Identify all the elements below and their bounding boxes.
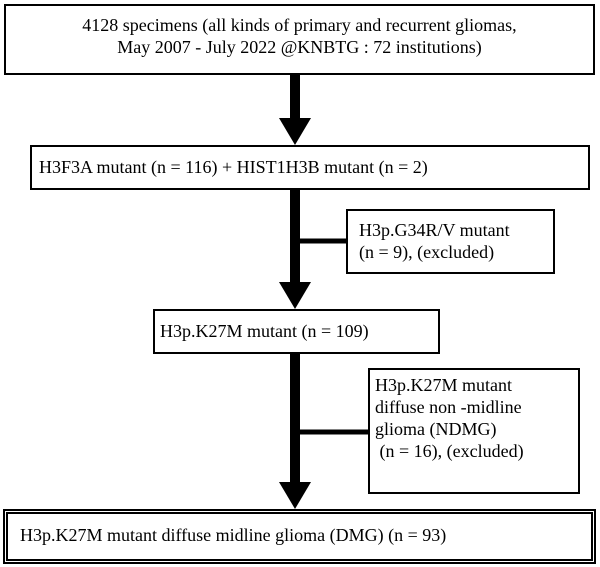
g34-excluded-line2: (n = 9), (excluded) <box>359 242 495 262</box>
dmg-final-line1: H3p.K27M mutant diffuse midline glioma (… <box>20 525 447 545</box>
g34-excluded-line1: H3p.G34R/V mutant <box>359 220 510 240</box>
k27m-mutant-box: H3p.K27M mutant (n = 109) <box>153 309 440 354</box>
dmg-final-box: H3p.K27M mutant diffuse midline glioma (… <box>3 509 596 564</box>
arrowhead-to-dmg <box>279 482 311 509</box>
arrowhead-to-h3 <box>279 118 311 145</box>
ndmg-excluded-line2: diffuse non -midline <box>375 397 522 417</box>
ndmg-excluded-line4: (n = 16), (excluded) <box>375 441 524 461</box>
ndmg-excluded-line1: H3p.K27M mutant <box>375 375 512 395</box>
h3-mutant-box: H3F3A mutant (n = 116) + HIST1H3B mutant… <box>30 145 590 190</box>
ndmg-excluded-line3: glioma (NDMG) <box>375 419 497 439</box>
h3-mutant-line1: H3F3A mutant (n = 116) + HIST1H3B mutant… <box>39 157 428 177</box>
g34-excluded-box: H3p.G34R/V mutant (n = 9), (excluded) <box>346 209 555 274</box>
k27m-mutant-line1: H3p.K27M mutant (n = 109) <box>160 321 369 341</box>
arrowhead-to-k27m <box>279 282 311 309</box>
ndmg-excluded-box: H3p.K27M mutant diffuse non -midline gli… <box>368 368 580 494</box>
total-specimens-line2: May 2007 - July 2022 @KNBTG : 72 institu… <box>117 37 482 57</box>
total-specimens-line1: 4128 specimens (all kinds of primary and… <box>82 15 517 35</box>
total-specimens-box: 4128 specimens (all kinds of primary and… <box>4 4 595 75</box>
